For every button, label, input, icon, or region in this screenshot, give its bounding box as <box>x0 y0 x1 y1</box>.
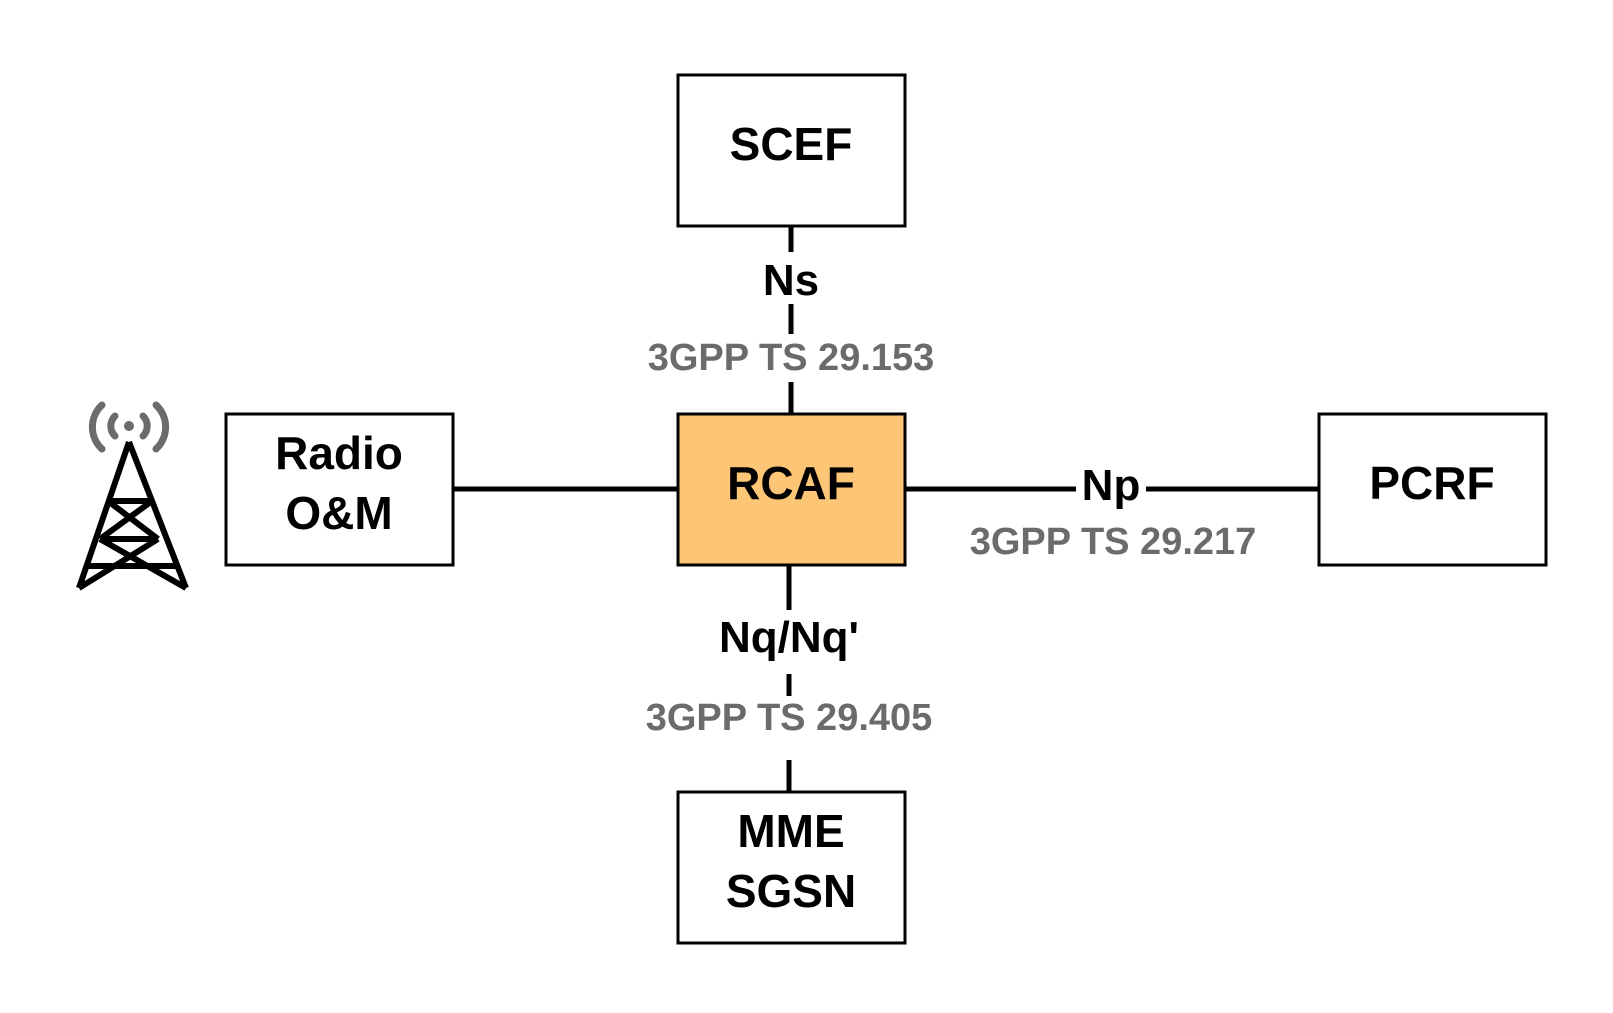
mme-sgsn-label-line2: SGSN <box>726 865 856 917</box>
ns-spec-bg <box>630 334 952 382</box>
np-spec-label: 3GPP TS 29.217 <box>970 521 1257 563</box>
radio-tower-icon <box>76 401 189 591</box>
ns-spec-label: 3GPP TS 29.153 <box>648 337 935 379</box>
np-interface-label: Np <box>1082 461 1141 510</box>
nq-label-bg <box>708 610 870 674</box>
pcrf-node: PCRF <box>1317 412 1548 567</box>
nq-spec-label: 3GPP TS 29.405 <box>646 697 933 739</box>
radio-om-label-line2: O&M <box>285 487 392 539</box>
radio-om-label-line1: Radio <box>275 427 403 479</box>
np-label-bg <box>1076 462 1146 514</box>
mme-sgsn-node: MME SGSN <box>676 790 907 945</box>
ns-label-bg <box>750 252 832 304</box>
nq-spec-bg <box>628 696 950 760</box>
mme-sgsn-label-line1: MME <box>737 805 844 857</box>
rcaf-node: RCAF <box>676 412 907 567</box>
pcrf-label: PCRF <box>1369 457 1494 509</box>
ns-interface-label: Ns <box>763 256 819 305</box>
radio-om-node: Radio O&M <box>224 412 455 567</box>
nq-interface-label: Nq/Nq' <box>719 613 859 662</box>
scef-label: SCEF <box>730 118 853 170</box>
scef-node: SCEF <box>676 73 907 228</box>
rcaf-label: RCAF <box>727 457 855 509</box>
